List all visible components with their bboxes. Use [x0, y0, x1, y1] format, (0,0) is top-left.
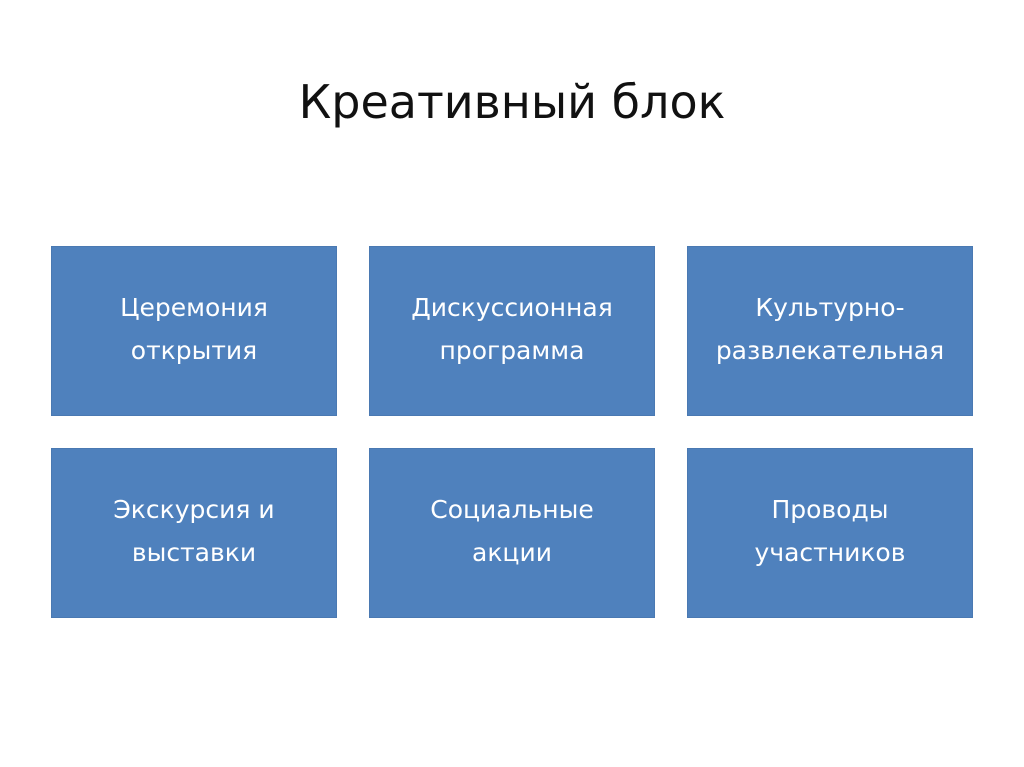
- box-label: Культурно- развлекательная: [715, 293, 945, 365]
- box-farewell-participants: Проводы участников: [687, 448, 973, 618]
- box-social-actions: Социальные акции: [369, 448, 655, 618]
- box-label: Проводы участников: [754, 495, 906, 567]
- box-excursion-exhibitions: Экскурсия и выставки: [51, 448, 337, 618]
- slide-title: Креативный блок: [298, 75, 726, 129]
- box-label: Дискуссионная программа: [411, 293, 613, 365]
- box-label: Экскурсия и выставки: [113, 495, 275, 567]
- box-opening-ceremony: Церемония открытия: [51, 246, 337, 416]
- box-label: Социальные акции: [430, 495, 594, 567]
- box-discussion-program: Дискуссионная программа: [369, 246, 655, 416]
- box-label: Церемония открытия: [120, 293, 268, 365]
- box-cultural-entertainment: Культурно- развлекательная: [687, 246, 973, 416]
